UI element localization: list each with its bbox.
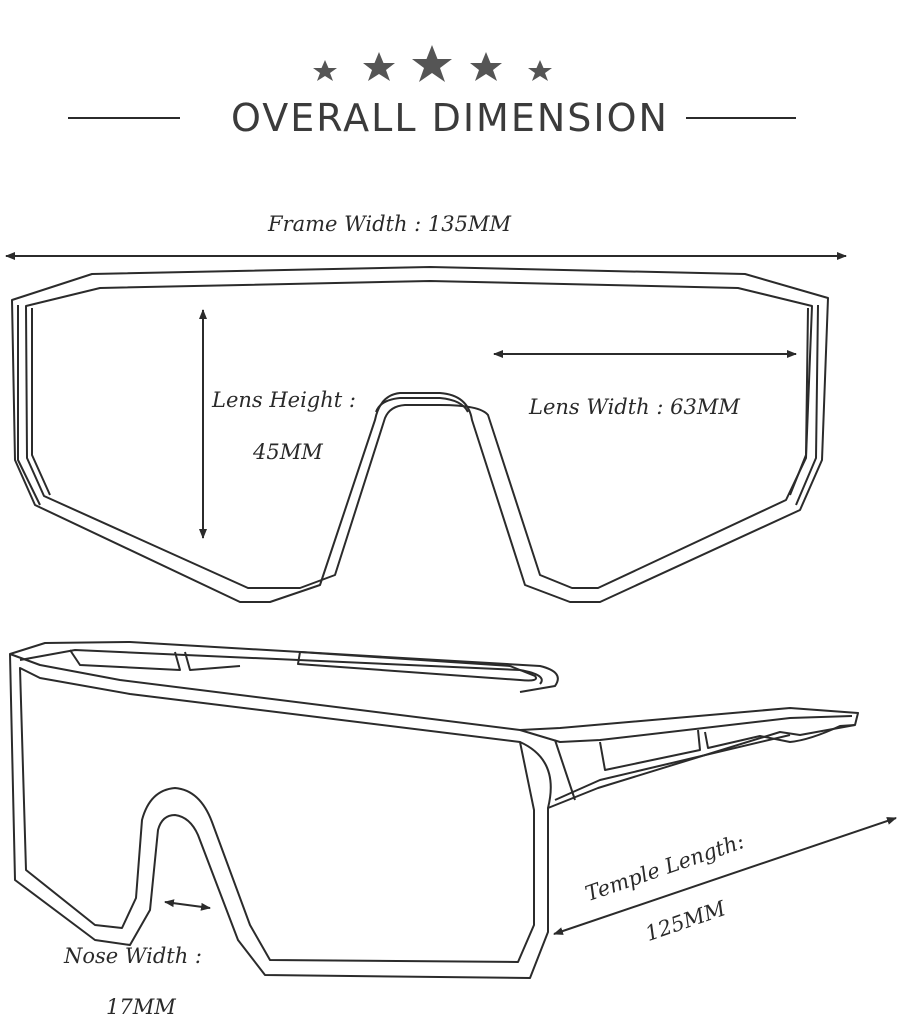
star-icon [412, 45, 452, 82]
nose-width-label: Nose Width : [64, 944, 202, 968]
lens-height-value: 45MM [253, 440, 323, 464]
star-icon [363, 52, 395, 81]
nose-width-arrow [164, 899, 211, 911]
lens-height-label: Lens Height : [212, 388, 356, 412]
rating-stars [313, 45, 552, 82]
lens-width-label: Lens Width : 63MM [529, 395, 740, 419]
front-view-glasses [11, 266, 829, 603]
frame-width-label: Frame Width : 135MM [268, 212, 511, 236]
nose-width-value: 17MM [106, 995, 176, 1019]
page-title: OVERALL DIMENSION [231, 96, 669, 140]
star-icon [528, 60, 552, 81]
star-icon [313, 60, 337, 81]
side-view-glasses [9, 641, 859, 979]
star-icon [470, 52, 502, 81]
temple-length-arrow [553, 817, 897, 935]
